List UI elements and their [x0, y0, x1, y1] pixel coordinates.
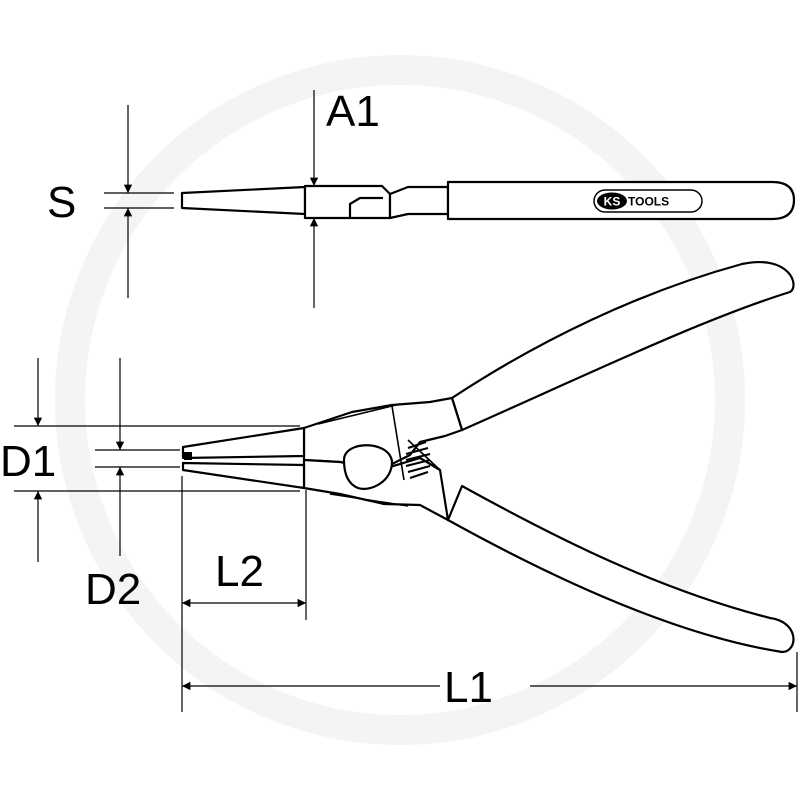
side-view-neck: [388, 185, 450, 220]
ks-tools-logo: KS TOOLS: [593, 189, 703, 213]
upper-jaw-tip: [181, 426, 306, 460]
upper-handle: [450, 261, 795, 432]
label-s: S: [47, 178, 76, 227]
label-l1: L1: [444, 663, 493, 712]
pivot-recess: [342, 444, 394, 490]
label-d1: D1: [0, 437, 56, 486]
lower-jaw-tip: [181, 461, 306, 490]
side-view-joint-slot: [348, 196, 383, 218]
dimension-s: [104, 105, 174, 298]
label-a1: A1: [326, 87, 380, 136]
lower-handle: [446, 484, 795, 654]
spring: [405, 441, 431, 479]
dimension-l2: [181, 476, 307, 712]
dimension-d1: [14, 358, 300, 562]
dimension-l1: [182, 652, 798, 712]
logo-tools-text: TOOLS: [628, 195, 669, 209]
jaw-tip-detail: [184, 452, 192, 460]
side-view-joint: [303, 184, 392, 220]
pliers-front-view: [181, 261, 795, 654]
dimension-d2: [95, 358, 180, 556]
watermark-circle: [55, 55, 745, 745]
side-view-tip: [180, 185, 307, 216]
label-d2: D2: [85, 565, 141, 614]
logo-ks-text: KS: [604, 195, 621, 209]
label-l2: L2: [215, 547, 264, 596]
